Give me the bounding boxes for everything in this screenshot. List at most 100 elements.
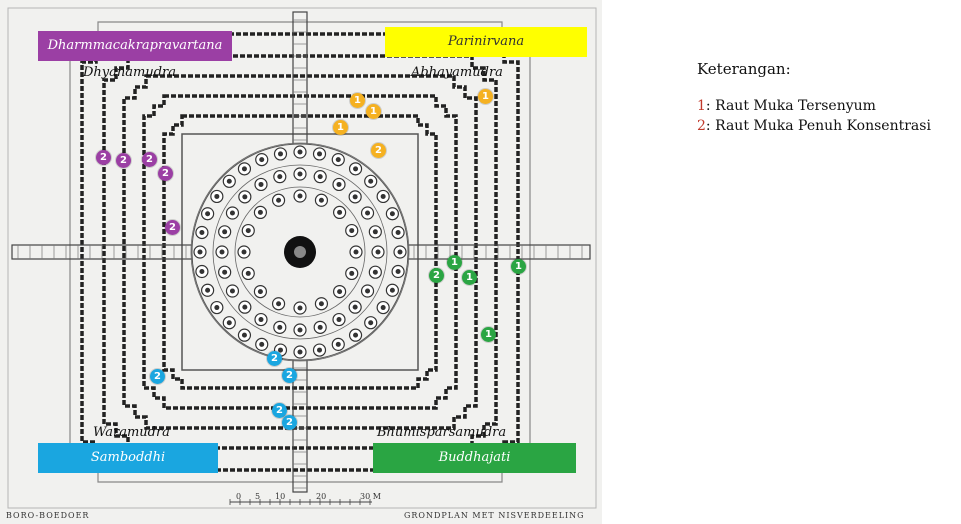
perforated-stupa-core bbox=[242, 194, 248, 200]
perforated-stupa-core bbox=[297, 193, 303, 199]
perforated-stupa-core bbox=[257, 209, 263, 215]
perforated-stupa-core bbox=[397, 249, 403, 255]
mudra-waramudra: Waramudra bbox=[93, 425, 170, 440]
map-marker: 1 bbox=[481, 327, 496, 342]
perforated-stupa-core bbox=[389, 211, 395, 217]
terrace-wall bbox=[142, 94, 458, 410]
perforated-stupa-core bbox=[258, 317, 264, 323]
map-marker: 1 bbox=[447, 255, 462, 270]
scale-tick-label: 5 bbox=[255, 492, 261, 501]
perforated-stupa-core bbox=[297, 305, 303, 311]
perforated-stupa-core bbox=[276, 301, 282, 307]
perforated-stupa-core bbox=[199, 269, 205, 275]
perforated-stupa-core bbox=[259, 341, 265, 347]
perforated-stupa-core bbox=[349, 270, 355, 276]
caption-right: GRONDPLAN MET NISVERDEELING bbox=[404, 511, 585, 520]
perforated-stupa-core bbox=[372, 269, 378, 275]
perforated-stupa-core bbox=[259, 157, 265, 163]
map-marker: 2 bbox=[116, 153, 131, 168]
legend-text: : Raut Muka Tersenyum bbox=[705, 98, 876, 114]
map-marker: 2 bbox=[142, 152, 157, 167]
perforated-stupa-core bbox=[277, 151, 283, 157]
perforated-stupa-core bbox=[352, 304, 358, 310]
label-samboddhi: Samboddhi bbox=[38, 443, 218, 473]
mudra-bhumisparsamudra: Bhumisparsamudra bbox=[377, 425, 507, 440]
perforated-stupa-core bbox=[352, 194, 358, 200]
perforated-stupa-core bbox=[229, 288, 235, 294]
perforated-stupa-core bbox=[214, 193, 220, 199]
label-buddhajati: Buddhajati bbox=[373, 443, 576, 473]
perforated-stupa-core bbox=[335, 157, 341, 163]
map-marker: 1 bbox=[462, 270, 477, 285]
label-parinirvana: Parinirvana bbox=[385, 27, 587, 57]
main-stupa-center bbox=[294, 246, 306, 258]
map-marker: 2 bbox=[282, 415, 297, 430]
scale-tick-label: 10 bbox=[275, 492, 286, 501]
map-marker: 2 bbox=[150, 369, 165, 384]
map-marker: 2 bbox=[429, 268, 444, 283]
perforated-stupa-core bbox=[368, 178, 374, 184]
perforated-stupa-core bbox=[222, 269, 228, 275]
perforated-stupa-core bbox=[214, 305, 220, 311]
label-dharmmacakrapravartana: Dharmmacakrapravartana bbox=[38, 31, 232, 61]
perforated-stupa-core bbox=[372, 229, 378, 235]
perforated-stupa-core bbox=[276, 197, 282, 203]
map-marker: 2 bbox=[96, 150, 111, 165]
perforated-stupa-core bbox=[353, 332, 359, 338]
perforated-stupa-core bbox=[389, 287, 395, 293]
perforated-stupa-core bbox=[222, 229, 228, 235]
legend-item: 1: Raut Muka Tersenyum bbox=[697, 96, 957, 116]
legend-text: : Raut Muka Penuh Konsentrasi bbox=[705, 118, 931, 134]
perforated-stupa-core bbox=[317, 151, 323, 157]
perforated-stupa-core bbox=[336, 317, 342, 323]
perforated-stupa-core bbox=[353, 166, 359, 172]
map-marker: 1 bbox=[350, 93, 365, 108]
perforated-stupa-core bbox=[317, 347, 323, 353]
perforated-stupa-core bbox=[297, 149, 303, 155]
map-marker: 2 bbox=[371, 143, 386, 158]
legend-title: Keterangan: bbox=[697, 60, 791, 78]
map-marker: 1 bbox=[478, 89, 493, 104]
legend-number: 2 bbox=[697, 118, 706, 134]
perforated-stupa-core bbox=[337, 289, 343, 295]
mudra-dhyanamudra: Dhyanamudra bbox=[83, 65, 176, 80]
perforated-stupa-core bbox=[199, 229, 205, 235]
circular-terrace-ring bbox=[234, 186, 366, 318]
perforated-stupa-core bbox=[297, 171, 303, 177]
perforated-stupa-core bbox=[226, 320, 232, 326]
plan-frame bbox=[7, 7, 597, 509]
perforated-stupa-core bbox=[380, 305, 386, 311]
perforated-stupa-core bbox=[277, 347, 283, 353]
perforated-stupa-core bbox=[197, 249, 203, 255]
perforated-stupa-core bbox=[245, 270, 251, 276]
perforated-stupa-core bbox=[277, 324, 283, 330]
perforated-stupa-core bbox=[365, 210, 371, 216]
perforated-stupa-core bbox=[258, 181, 264, 187]
perforated-stupa-core bbox=[318, 197, 324, 203]
perforated-stupa-core bbox=[336, 181, 342, 187]
map-marker: 1 bbox=[333, 120, 348, 135]
perforated-stupa-core bbox=[205, 211, 211, 217]
terrace-wall bbox=[122, 74, 478, 430]
perforated-stupa-core bbox=[257, 289, 263, 295]
perforated-stupa-core bbox=[318, 301, 324, 307]
perforated-stupa-core bbox=[395, 229, 401, 235]
map-marker: 2 bbox=[158, 166, 173, 181]
perforated-stupa-core bbox=[242, 304, 248, 310]
legend-number: 1 bbox=[697, 98, 706, 114]
scale-tick-label: 0 bbox=[236, 492, 242, 501]
perforated-stupa-core bbox=[368, 320, 374, 326]
map-marker: 1 bbox=[511, 259, 526, 274]
perforated-stupa-core bbox=[353, 249, 359, 255]
legend: Keterangan: 1: Raut Muka Tersenyum 2: Ra… bbox=[697, 60, 957, 136]
perforated-stupa-core bbox=[219, 249, 225, 255]
perforated-stupa-core bbox=[365, 288, 371, 294]
perforated-stupa-core bbox=[375, 249, 381, 255]
map-marker: 1 bbox=[366, 104, 381, 119]
caption-left: BORO-BOEDOER bbox=[6, 511, 90, 520]
mudra-abhayamudra: Abhayamudra bbox=[411, 65, 503, 80]
perforated-stupa-core bbox=[245, 228, 251, 234]
map-marker: 2 bbox=[282, 368, 297, 383]
perforated-stupa-core bbox=[241, 166, 247, 172]
perforated-stupa-core bbox=[241, 332, 247, 338]
